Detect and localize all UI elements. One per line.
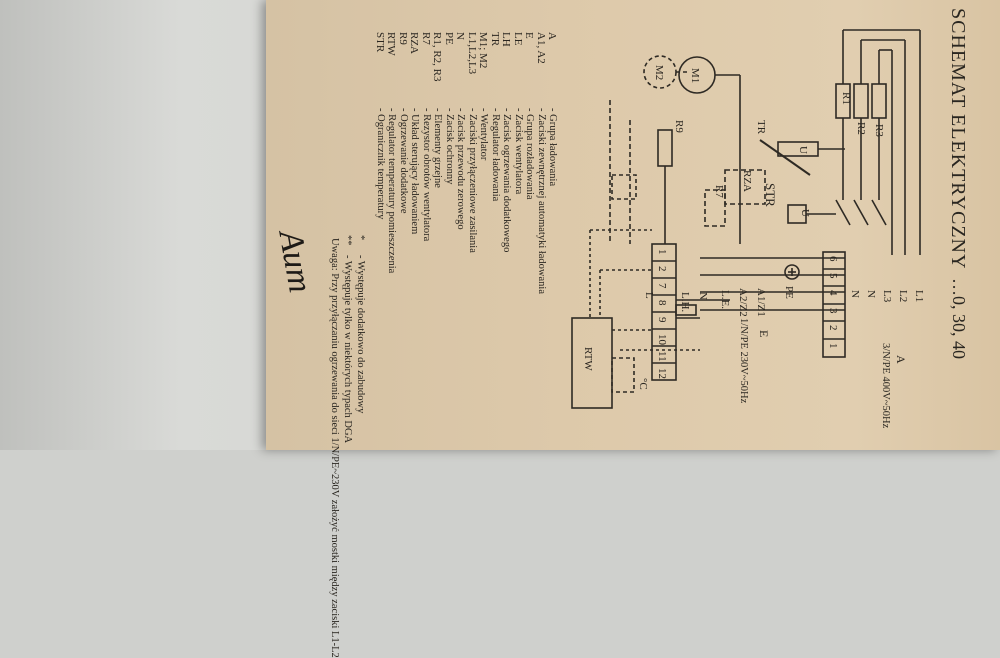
upper-terminal-1: 1: [827, 343, 839, 349]
legend-description: - Zacisk ogrzewania dodatkowego: [501, 108, 512, 253]
upper-terminal-5: 5: [827, 273, 839, 279]
aux-heater-r9: [657, 129, 673, 167]
lower-terminal-12: 12: [656, 368, 668, 379]
upper-label-n2: N: [865, 290, 877, 298]
legend-key: LH: [500, 32, 512, 47]
legend-key: STR: [373, 32, 386, 53]
legend-description: - Regulator temperatury pomieszczenia: [386, 108, 397, 274]
upper-label-l3: L3: [881, 290, 893, 303]
label-temp: °C: [637, 378, 649, 390]
label-r2: R2: [855, 122, 867, 135]
legend-description: - Ogrzewanie dodatkowe: [397, 108, 409, 214]
legend-description: - Zacisk przewodu zerowego: [455, 108, 466, 230]
fan-speed-r7: [704, 189, 726, 227]
variant-e-spec: 1/N/PE 230V~50Hz: [738, 318, 749, 404]
legend-description: - Ogranicznik temperatury: [374, 108, 386, 220]
legend-key: N: [454, 32, 466, 40]
footnote-1-key: *: [355, 235, 366, 241]
label-n: N: [697, 292, 709, 300]
legend-key: A: [546, 32, 558, 40]
wiring-note: Uwaga: Przy przyłączaniu ogrzewania do s…: [329, 238, 340, 658]
label-rza: RZA: [741, 170, 753, 192]
label-r1: R1: [840, 92, 852, 105]
legend-key: RTW: [385, 32, 397, 56]
footnote-2-key: **: [342, 235, 353, 246]
label-m1: M1: [689, 68, 701, 83]
rza-control-unit: [724, 169, 766, 205]
upper-terminal-3: 3: [827, 308, 839, 314]
schematic-sheet: [266, 0, 1000, 450]
legend-description: - Grupa ładowania: [547, 108, 558, 187]
legend-key: PE: [442, 32, 455, 45]
upper-label-n1: N: [849, 290, 861, 298]
label-rtw: RTW: [582, 347, 594, 371]
legend-key: R1, R2, R3: [431, 32, 443, 82]
label-r9: R9: [673, 120, 685, 133]
legend-key: R9: [396, 32, 409, 45]
legend-description: - Wentylator: [478, 108, 489, 161]
label-str-u: U: [799, 209, 811, 217]
variant-a-label: A: [894, 355, 908, 364]
legend-description: - Układ sterujący ładowaniem: [409, 108, 420, 235]
label-tr-u: U: [797, 146, 809, 154]
footnote-2-desc: - Występuje tylko w niektórych typach DG…: [342, 255, 353, 444]
lower-terminal-2: 2: [656, 266, 668, 272]
legend-key: M1; M2: [477, 32, 489, 69]
label-lh: L.H.: [679, 292, 691, 312]
label-l: L: [643, 292, 655, 299]
upper-terminal-2: 2: [827, 325, 839, 331]
lower-terminal-8: 8: [656, 300, 668, 306]
variant-e-label: E: [757, 330, 771, 337]
lower-terminal-1: 1: [656, 249, 668, 255]
legend-key: LE: [511, 32, 524, 46]
upper-terminal-4: 4: [827, 290, 839, 296]
label-tr: TR: [755, 120, 767, 135]
r7-series-resistor: [675, 304, 697, 316]
heater-r3: [871, 83, 887, 119]
lower-terminal-11: 11: [656, 351, 668, 362]
wiring-diagram: R1 R2 R3 TR U U STR RZA R7 R9 M1 M2 RTW …: [571, 29, 925, 429]
legend-description: - Zacisk ochronny: [443, 108, 455, 185]
label-a1z1: A1/Z1: [755, 288, 767, 317]
heater-r2: [853, 83, 869, 119]
legend-description: - Zaciski zewnętrznej automatyki ładowan…: [535, 108, 547, 295]
label-r3: R3: [873, 124, 885, 137]
legend-description: - Zacisk wentylatora: [512, 108, 524, 195]
legend-description: - Zaciski przyłączeniowe zasilania: [466, 108, 478, 253]
legend-key: RZA: [408, 32, 420, 54]
legend-description: - Grupa rozładowania: [524, 108, 535, 200]
legend-key: TR: [488, 32, 501, 47]
legend-key: R7: [419, 32, 432, 45]
upper-label-l1: L1: [913, 290, 925, 302]
upper-label-l2: L2: [897, 290, 909, 302]
lower-terminal-7: 7: [656, 283, 668, 289]
lower-terminal-10: 10: [656, 334, 668, 346]
legend-key: A1, A2: [534, 32, 547, 64]
label-a2z2: A2/Z2: [737, 288, 749, 317]
legend-key: L1,L2,L3: [465, 32, 478, 75]
footnote-1-desc: - Występuje dodatkowo do zabudowy: [355, 255, 366, 414]
label-m2: M2: [653, 65, 665, 80]
pe-label: PE: [783, 286, 795, 299]
legend-description: - Elementy grzejne: [432, 108, 443, 188]
label-le: L.E.: [719, 290, 731, 309]
label-str: STR: [763, 183, 778, 207]
upper-terminal-6: 6: [827, 256, 839, 262]
lower-terminal-9: 9: [656, 317, 668, 323]
legend-key: E: [523, 32, 535, 39]
legend-description: - Rezystor obrotów wentylatora: [420, 108, 432, 242]
legend-description: - Regulator ładowania: [489, 108, 501, 202]
label-r7: R7: [713, 185, 725, 198]
pe-ground-symbol: [784, 264, 800, 280]
variant-a-spec: 3/N/PE 400V~50Hz: [880, 343, 891, 429]
